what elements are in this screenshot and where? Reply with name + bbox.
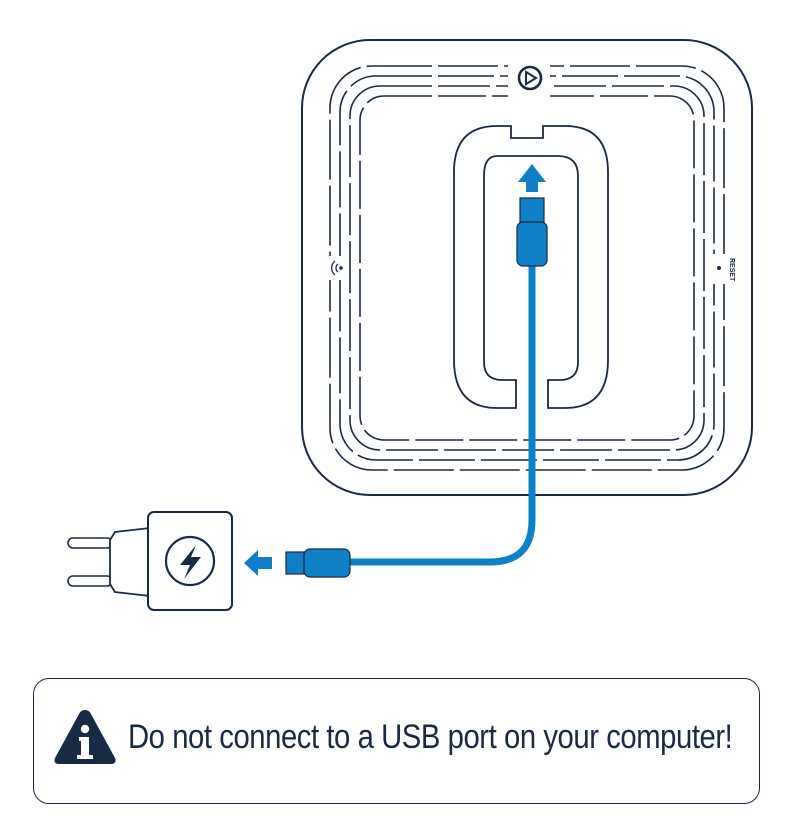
usb-c-plug-tip (519, 197, 545, 223)
lightning-icon (164, 535, 216, 587)
usb-c-plug-housing (516, 221, 548, 267)
wall-charger (67, 511, 233, 611)
plug-prong-top (67, 537, 113, 549)
wireless-indicator-icon (331, 260, 343, 276)
usb-a-plug-housing (303, 548, 351, 578)
warning-info-icon (54, 710, 116, 764)
usb-cable (285, 197, 548, 578)
plug-prong-bottom (67, 575, 113, 587)
arrow-left-icon (244, 550, 272, 576)
cable-channel (453, 125, 609, 409)
usb-a-plug-tip (285, 551, 305, 575)
reset-label: RESET (728, 258, 735, 282)
elgato-logo-icon (517, 65, 543, 91)
reset-button-dot[interactable] (717, 266, 721, 270)
device-body: RESET (301, 39, 753, 496)
warning-notice-text: Do not connect to a USB port on your com… (128, 718, 733, 756)
arrow-up-icon (518, 164, 546, 192)
warning-notice: Do not connect to a USB port on your com… (33, 678, 760, 804)
